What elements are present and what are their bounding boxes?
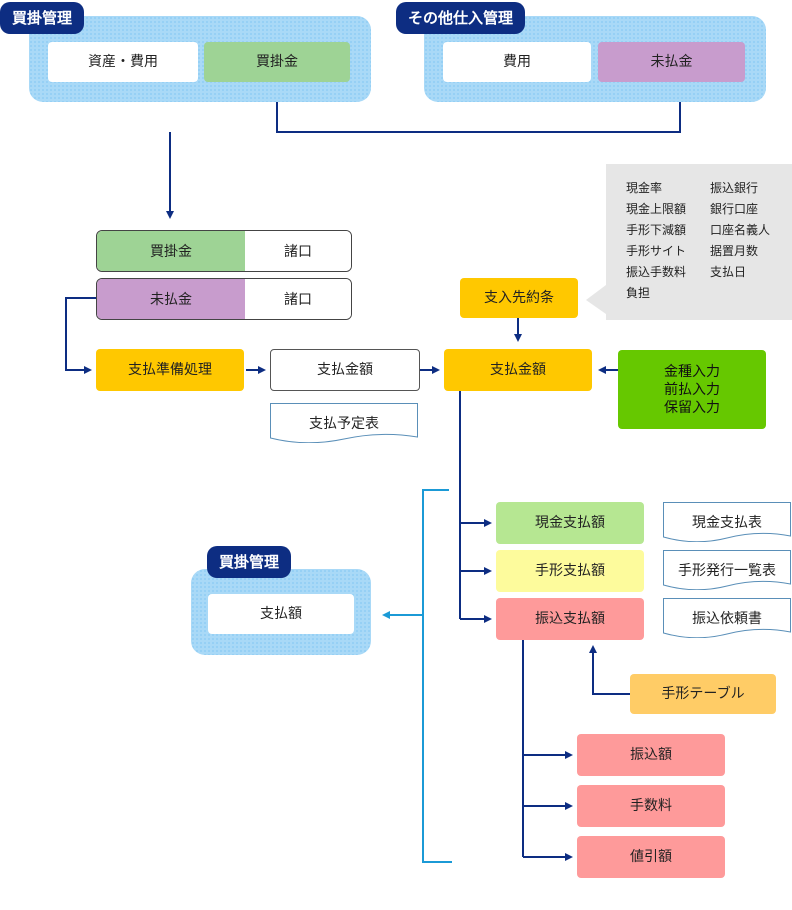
bill-payment-box: 手形支払額 — [496, 550, 644, 592]
payment-schedule-doc: 支払予定表 — [270, 403, 418, 443]
cash-report-label: 現金支払表 — [692, 515, 762, 531]
bottom-group-title: 買掛管理 — [207, 546, 292, 578]
top-right-group-title: その他仕入管理 — [396, 2, 526, 34]
ledger-account-label: 買掛金 — [97, 231, 245, 271]
connector-top-merge — [276, 84, 681, 133]
ledger-row-accounts-payable: 買掛金 諸口 — [96, 230, 352, 272]
fee-box: 手数料 — [577, 785, 725, 827]
bill-table-box: 手形テーブル — [630, 674, 776, 714]
ledger-partner-label: 諸口 — [245, 231, 351, 271]
supplier-terms-info-box: 現金率 現金上限額 手形下減額 手形サイト 振込手数料 負担 振込銀行 銀行口座… — [606, 164, 792, 320]
info-item: 振込手数料 — [626, 265, 687, 279]
transfer-payment-box: 振込支払額 — [496, 598, 644, 640]
assets-expenses-box: 資産・費用 — [48, 42, 198, 82]
payment-amount-box-2: 支払金額 — [444, 349, 592, 391]
ledger-row-accrued-payable: 未払金 諸口 — [96, 278, 352, 320]
cash-payment-box: 現金支払額 — [496, 502, 644, 544]
bracket-line — [422, 489, 452, 863]
info-item: 現金率 — [626, 181, 663, 195]
callout-pointer — [586, 285, 606, 314]
bill-report-label: 手形発行一覧表 — [678, 563, 776, 579]
payment-amount-box-1: 支払金額 — [270, 349, 420, 391]
bottom-payment-amount-box: 支払額 — [208, 594, 354, 634]
transfer-report-doc: 振込依頼書 — [663, 598, 791, 638]
transfer-report-label: 振込依頼書 — [692, 611, 762, 627]
accounts-payable-box: 買掛金 — [204, 42, 350, 82]
expenses-box: 費用 — [443, 42, 591, 82]
info-item: 口座名義人 — [710, 223, 771, 237]
connector-ledger-to-prep — [65, 297, 96, 374]
info-col-1: 現金率 現金上限額 手形下減額 手形サイト 振込手数料 負担 — [626, 178, 686, 304]
info-item: 銀行口座 — [710, 202, 759, 216]
ledger-account-label: 未払金 — [97, 279, 245, 319]
input-option: 金種入力 — [664, 363, 720, 380]
transfer-amount-box: 振込額 — [577, 734, 725, 776]
info-item: 据置月数 — [710, 244, 759, 258]
connector-table-to-transfer — [589, 645, 630, 695]
input-option: 保留入力 — [664, 399, 720, 416]
input-options-box: 金種入力 前払入力 保留入力 — [618, 350, 766, 429]
cash-report-doc: 現金支払表 — [663, 502, 791, 542]
ledger-partner-label: 諸口 — [245, 279, 351, 319]
supplier-terms-box: 支入先約条 — [460, 278, 578, 318]
payment-schedule-label: 支払予定表 — [309, 416, 379, 432]
info-item: 負担 — [626, 286, 651, 300]
info-item: 振込銀行 — [710, 181, 759, 195]
top-left-group-title: 買掛管理 — [0, 2, 85, 34]
info-col-2: 振込銀行 銀行口座 口座名義人 据置月数 支払日 — [710, 178, 770, 283]
info-item: 現金上限額 — [626, 202, 687, 216]
info-item: 手形下減額 — [626, 223, 687, 237]
accrued-payable-box: 未払金 — [598, 42, 745, 82]
info-item: 支払日 — [710, 265, 747, 279]
info-item: 手形サイト — [626, 244, 687, 258]
discount-box: 値引額 — [577, 836, 725, 878]
bill-report-doc: 手形発行一覧表 — [663, 550, 791, 590]
input-option: 前払入力 — [664, 381, 720, 398]
payment-prep-box: 支払準備処理 — [96, 349, 244, 391]
